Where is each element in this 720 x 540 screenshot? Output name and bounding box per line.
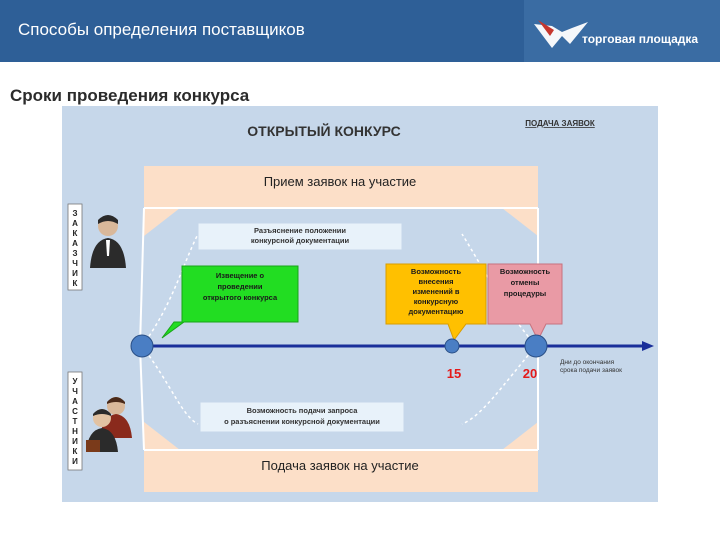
participants-letter: А [72, 397, 78, 406]
clarification-top-line2: конкурсной документации [251, 236, 350, 245]
notice-line3: открытого конкурса [203, 293, 278, 302]
logo-icon [534, 20, 588, 48]
cancel-callout [487, 263, 563, 342]
bottom-band [144, 450, 538, 492]
cancel-line2: отмены [511, 278, 540, 287]
changes-line4: конкурсную [414, 297, 459, 306]
timeline-node-15 [444, 338, 460, 354]
band-corner-tl [144, 208, 180, 236]
top-band [144, 166, 538, 208]
page-subtitle: Сроки проведения конкурса [10, 86, 250, 105]
timeline-node-20 [524, 334, 548, 358]
clarification-top-box [197, 222, 403, 251]
mark-15: 15 [447, 366, 461, 381]
changes-line2: внесения [418, 277, 453, 286]
customer-letter: А [72, 239, 78, 248]
participants-letter: С [72, 407, 78, 416]
customer-label-box [67, 203, 83, 291]
header-bar: Способы определения поставщиков торговая… [0, 0, 720, 62]
customer-letter: А [72, 219, 78, 228]
cancel-line1: Возможность [500, 267, 551, 276]
customer-letter: И [72, 269, 78, 278]
changes-line5: документацию [409, 307, 464, 316]
header-title: Способы определения поставщиков [18, 20, 305, 39]
cancel-line3: процедуры [504, 289, 546, 298]
changes-line1: Возможность [411, 267, 462, 276]
participants-group-icon [86, 397, 132, 452]
diagram-title: ОТКРЫТЫЙ КОНКУРС [247, 122, 401, 139]
participants-letter: К [73, 447, 78, 456]
customer-letter: К [73, 229, 78, 238]
timeline-label-line2: срока подачи заявок [560, 367, 622, 374]
participants-label-box [67, 371, 83, 471]
notice-line1: Извещение о [216, 271, 265, 280]
timeline-label-line1: Дни до окончания [560, 359, 615, 366]
changes-line3: изменений в [412, 287, 459, 296]
contest-diagram: ОТКРЫТЫЙ КОНКУРС ПОДАЧА ЗАЯВОК Прием зая… [62, 106, 658, 502]
clarification-bottom-box [199, 401, 405, 433]
timeline-start-node [130, 334, 154, 358]
participants-letter: И [72, 457, 78, 466]
logo-area [524, 0, 720, 62]
customer-letter: Ч [72, 259, 78, 268]
clarification-bottom-line2: о разъяснении конкурсной документации [224, 417, 380, 426]
changes-callout [385, 263, 487, 342]
logo-text: торговая площадка [582, 32, 699, 46]
bottom-band-label: Подача заявок на участие [261, 458, 418, 473]
customer-letter: З [72, 249, 77, 258]
timeline-arrowhead [642, 341, 654, 351]
customer-person-icon [90, 215, 126, 268]
clarification-top-line1: Разъяснение положении [254, 226, 346, 235]
notice-callout [161, 265, 299, 339]
mark-20: 20 [523, 366, 537, 381]
corner-label: ПОДАЧА ЗАЯВОК [525, 119, 595, 128]
participants-letter: Ч [72, 387, 78, 396]
customer-letter: З [72, 209, 77, 218]
band-corner-br [502, 422, 538, 450]
participants-letter: Т [73, 417, 78, 426]
clarification-bottom-line1: Возможность подачи запроса [247, 406, 359, 415]
participants-letter: У [73, 377, 79, 386]
participants-letter: Н [72, 427, 78, 436]
customer-letter: К [73, 279, 78, 288]
notice-line2: проведении [217, 282, 262, 291]
band-corner-bl [144, 422, 180, 450]
band-corner-tr [502, 208, 538, 236]
participants-letter: И [72, 437, 78, 446]
top-band-label: Прием заявок на участие [264, 174, 417, 189]
